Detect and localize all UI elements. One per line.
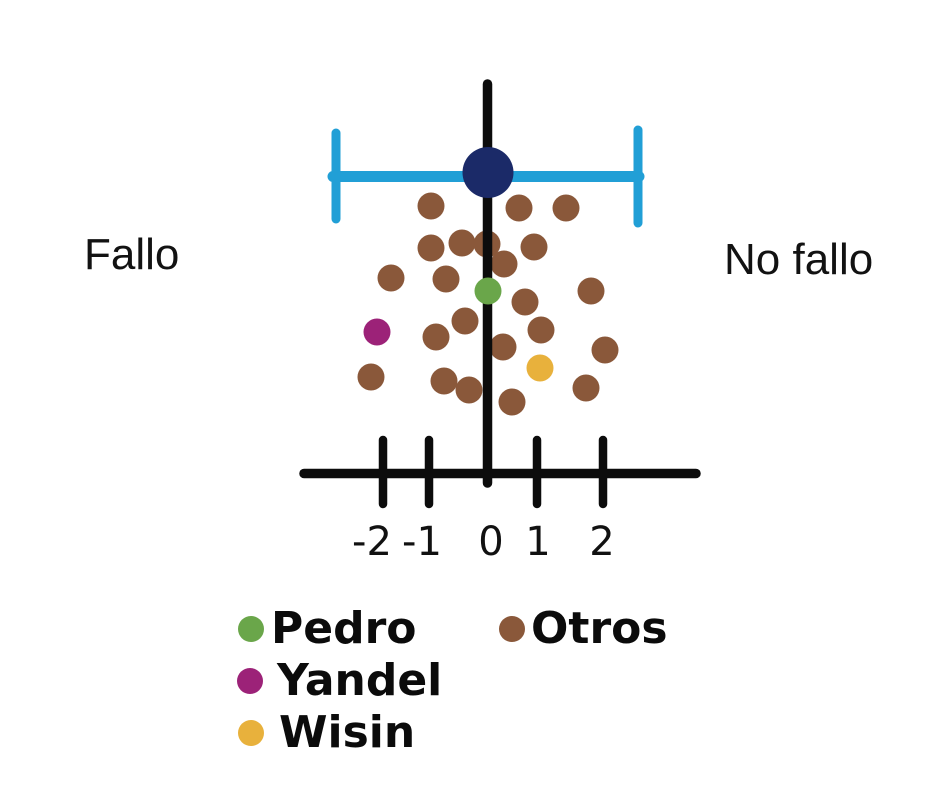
x-tick-label: 0 [478, 519, 503, 565]
scatter-dot-otros [591, 336, 619, 364]
scatter-dot-otros [448, 229, 476, 257]
scatter-dot-otros [527, 316, 555, 344]
label-fallo: Fallo [84, 230, 180, 279]
scatter-dot-otros [552, 194, 580, 222]
legend-label-wisin: Wisin [279, 707, 416, 758]
scatter-dot-otros [577, 277, 605, 305]
scatter-dot-otros [430, 367, 458, 395]
scatter-dot-otros [490, 250, 518, 278]
legend-label-yandel: Yandel [277, 655, 443, 706]
scatter-dot-otros [417, 234, 445, 262]
scatter-dot-otros [489, 333, 517, 361]
x-tick-label: -1 [402, 519, 442, 565]
legend-item-yandel: Yandel [237, 655, 442, 707]
legend-item-otros: Otros [499, 603, 668, 655]
mean-marker-dot [462, 147, 514, 198]
x-tick-label: 1 [525, 519, 550, 565]
scatter-dot-otros [357, 363, 385, 391]
otros-dot-icon [499, 616, 525, 642]
scatter-dot-otros [377, 264, 405, 292]
scatter-dot-pedro [474, 277, 502, 305]
scatter-dot-otros [455, 376, 483, 404]
wisin-dot-icon [238, 720, 264, 746]
scatter-dot-otros [505, 194, 533, 222]
scatter-dot-otros [451, 307, 479, 335]
pedro-dot-icon [238, 616, 264, 642]
scatter-dot-otros [417, 192, 445, 220]
scatter-dot-otros [511, 288, 539, 316]
scatter-dot-yandel [363, 318, 391, 346]
x-tick-label: 2 [589, 519, 614, 565]
legend-item-wisin: Wisin [238, 707, 415, 759]
label-no-fallo: No fallo [724, 235, 874, 284]
scatter-dot-otros [498, 388, 526, 416]
scatter-dot-otros [432, 265, 460, 293]
yandel-dot-icon [237, 668, 263, 694]
legend-label-pedro: Pedro [271, 603, 417, 654]
scatter-dot-otros [520, 233, 548, 261]
scatter-dot-otros [572, 374, 600, 402]
legend-item-pedro: Pedro [238, 603, 417, 655]
legend-label-otros: Otros [531, 603, 668, 654]
scatter-dot-otros [422, 323, 450, 351]
x-tick-label: -2 [352, 519, 392, 565]
scatter-dot-wisin [526, 354, 554, 382]
